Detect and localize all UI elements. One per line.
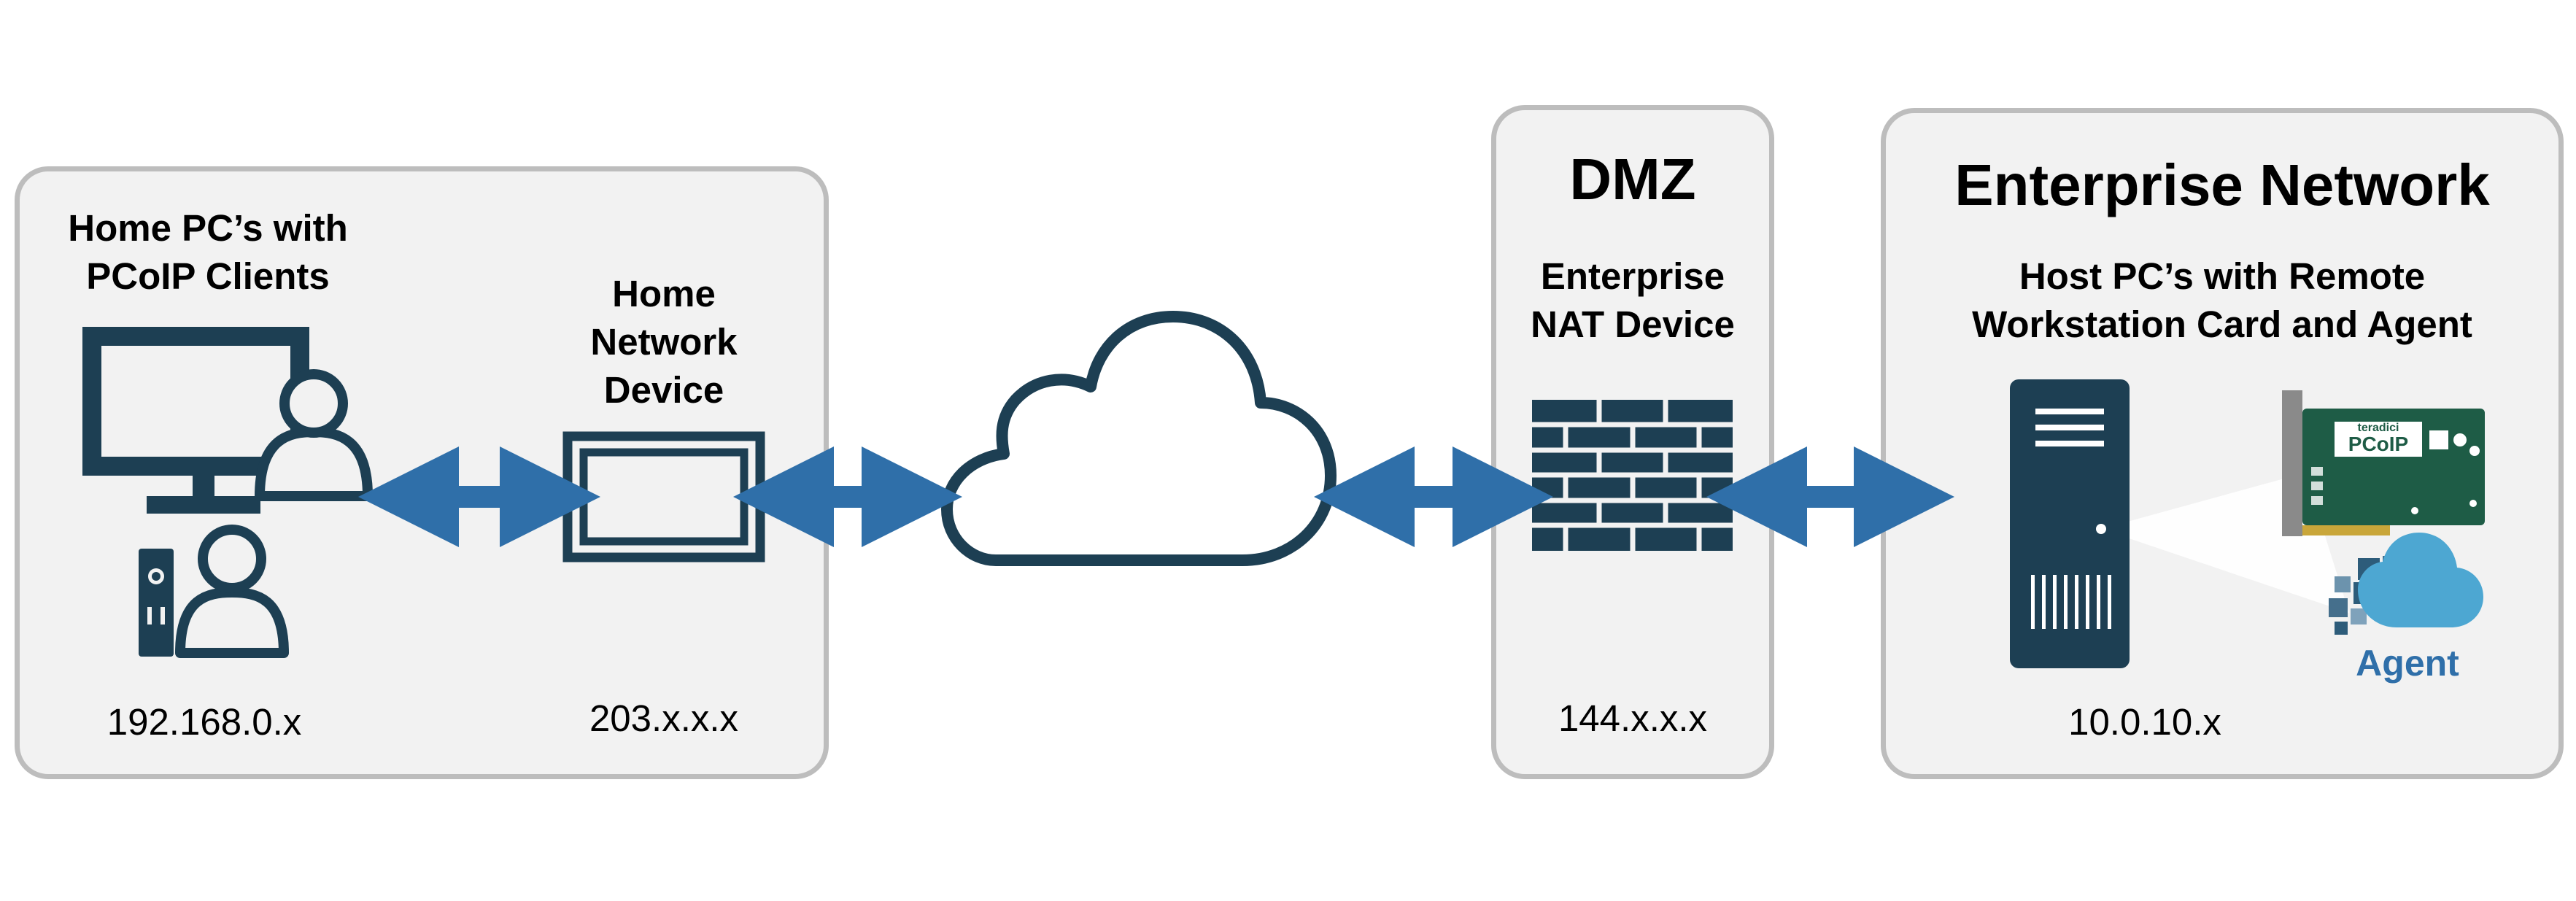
home-network-ip: 203.x.x.x bbox=[589, 697, 739, 739]
card-brand-label: teradici bbox=[2357, 422, 2399, 434]
home-network-title: Home Network Device bbox=[590, 273, 738, 411]
agent-label: Agent bbox=[2356, 643, 2459, 684]
firewall-icon bbox=[1532, 400, 1733, 551]
dmz-heading: DMZ bbox=[1569, 147, 1696, 212]
enterprise-title: Host PC’s with Remote Workstation Card a… bbox=[1972, 255, 2472, 345]
router-icon bbox=[562, 431, 765, 562]
dmz-ip: 144.x.x.x bbox=[1558, 697, 1708, 739]
home-title: Home PC’s with PCoIP Clients bbox=[68, 207, 348, 297]
cloud-icon bbox=[941, 311, 1337, 566]
card-pcoip-label: PCoIP bbox=[2348, 433, 2409, 455]
pcoip-card-icon bbox=[2282, 390, 2485, 536]
server-tower-icon bbox=[2010, 379, 2130, 668]
user-icon bbox=[175, 525, 289, 658]
desktop-tower-icon bbox=[139, 549, 174, 657]
home-ip: 192.168.0.x bbox=[107, 701, 302, 743]
dmz-title: Enterprise NAT Device bbox=[1531, 255, 1735, 345]
enterprise-heading: Enterprise Network bbox=[1954, 152, 2490, 217]
agent-cloud-icon bbox=[2329, 533, 2483, 635]
user-icon bbox=[255, 369, 373, 501]
enterprise-ip: 10.0.10.x bbox=[2068, 701, 2221, 743]
